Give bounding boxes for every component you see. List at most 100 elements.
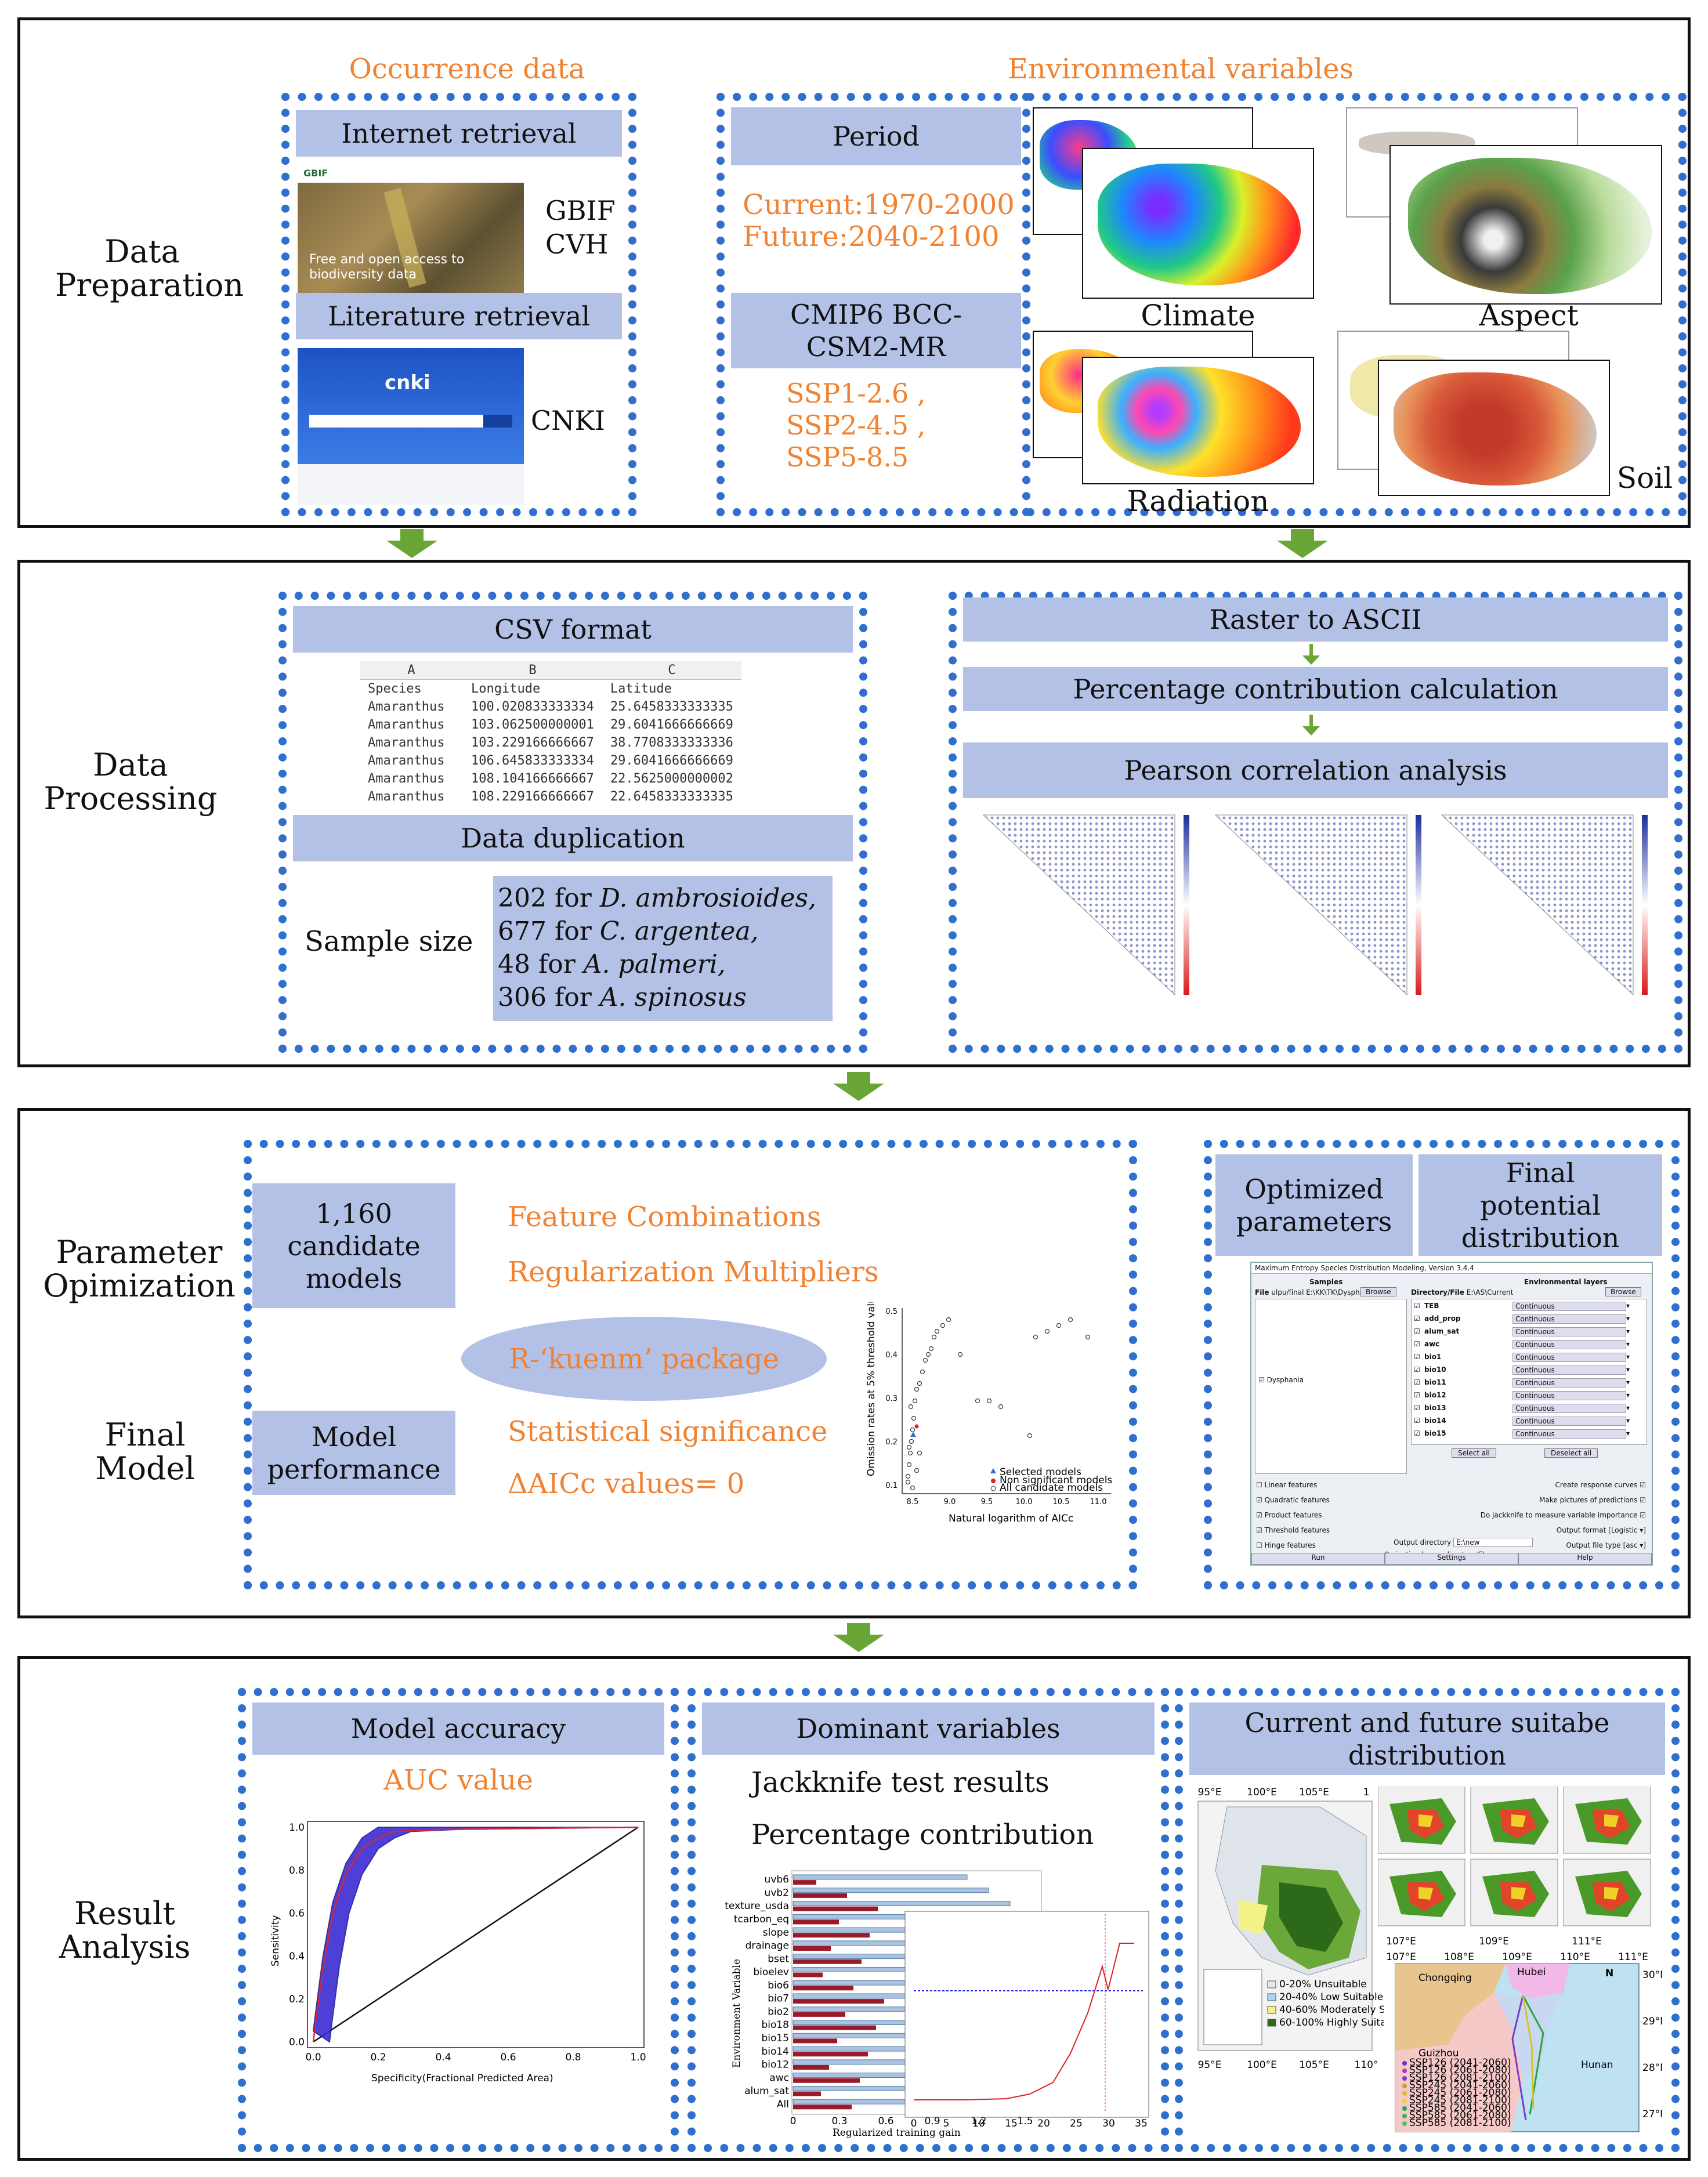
maxent-feature-checkbox[interactable]: ☐ Hinge features [1256,1541,1316,1549]
jk-var-label: bio6 [768,1980,789,1991]
maxent-options-list: Create response curves ☑ Make pictures of… [1481,1477,1646,1553]
map3-legend-marker [1402,2091,1407,2096]
csv-col-b: B [529,663,537,678]
map3-region-label: Hubei [1517,1966,1546,1978]
inset-tick: 15 [1005,2118,1018,2129]
kuenm-point [907,1450,913,1456]
kuenm-selected-point [910,1432,916,1437]
maxent-feature-checkbox[interactable]: ☑ Quadratic features [1256,1496,1330,1504]
maxent-option[interactable]: Make pictures of predictions ☑ [1539,1496,1646,1504]
current-period: Current:1970-2000 [743,189,1015,221]
maxent-feature-checkbox[interactable]: ☑ Product features [1256,1511,1322,1519]
roc-ytick: 0.8 [289,1865,305,1877]
future-map-core [1604,1887,1619,1900]
kuenm-point [1027,1433,1033,1439]
map3-legend-marker [1402,2084,1407,2088]
map3-lat-tick: 27°N [1642,2109,1662,2120]
roc-ytick: 0.6 [289,1908,305,1919]
kuenm-point [946,1317,951,1323]
map3-legend-marker [1402,2076,1407,2081]
cvh-label: CVH [545,229,609,260]
maxent-species-item[interactable]: ☑ Dysphania [1258,1376,1304,1384]
jk-var-label: bioelev [753,1966,789,1978]
maxent-help-button[interactable]: Help [1518,1553,1652,1564]
kuenm-point [905,1479,911,1485]
north-arrow: N [1605,1968,1613,1979]
jk-bar-only [793,1880,816,1885]
kuenm-xtick: 8.5 [907,1498,919,1506]
roc-xtick: 0.0 [305,2052,321,2063]
roc-xtick: 1.0 [630,2052,646,2063]
kuenm-xtick: 9.0 [944,1498,956,1506]
maxent-settings-button[interactable]: Settings [1385,1553,1518,1564]
map3-top-tick: 110°E [1560,1952,1590,1963]
cmip6-band: CMIP6 BCC-CSM2-MR [731,293,1021,368]
future-map-core [1418,1887,1433,1900]
kuenm-legend-all: All candidate models [1000,1482,1103,1494]
feature-combinations: Feature Combinations [508,1201,822,1233]
environment-box [717,93,1687,516]
grid-tick: 109°E [1479,1936,1509,1947]
jk-var-label: texture_usda [725,1900,789,1912]
maxent-title: Maximum Entropy Species Distribution Mod… [1251,1263,1652,1274]
maxent-option[interactable]: Output file type [asc ▾] [1566,1541,1646,1549]
section-title-final-model: Final Model [95,1417,195,1487]
maxent-feature-checkbox[interactable]: ☐ Linear features [1256,1481,1318,1489]
maxent-browse-samples[interactable]: Browse [1360,1287,1396,1296]
final-distribution-band: Final potential distribution [1418,1154,1662,1256]
maxent-select-all[interactable]: Select all [1452,1448,1496,1458]
aspect-label: Aspect [1479,299,1579,332]
internet-retrieval-band: Internet retrieval [296,110,622,157]
maxent-browse-env[interactable]: Browse [1605,1287,1641,1296]
kuenm-xtick: 11.0 [1090,1498,1107,1506]
maxent-option[interactable]: Do jackknife to measure variable importa… [1480,1511,1646,1519]
maxent-feature-checkbox[interactable]: ☑ Threshold features [1256,1526,1330,1534]
future-map-core [1511,1887,1526,1900]
inset-tick: 20 [1037,2118,1050,2129]
kuenm-point [922,1357,928,1363]
maxent-outdir: Output directory E:\new [1394,1538,1533,1547]
maxent-run-button[interactable]: Run [1251,1553,1385,1564]
jk-var-label: uvb2 [765,1887,789,1899]
sample-apalmeri: 48 for A. palmeri, [498,950,726,979]
section-title-data-preparation: Data Preparation [55,233,244,303]
jk-tick: 0.9 [924,2116,940,2127]
kuenm-ytick: 0.1 [885,1481,898,1490]
map3-legend-marker [1402,2099,1407,2103]
maxent-option[interactable]: Create response curves ☑ [1555,1481,1646,1489]
kuenm-xlabel: Natural logarithm of AICc [949,1513,1073,1524]
jk-xlabel: Regularized training gain [833,2127,961,2139]
jk-bar-only [793,1933,870,1938]
kuenm-ytick: 0.4 [885,1351,898,1360]
future-period: Future:2040-2100 [743,220,1000,253]
map3-top-tick: 109°E [1502,1952,1532,1963]
jk-bar-only [793,2065,829,2070]
maxent-deselect-all[interactable]: Deselect all [1544,1448,1598,1458]
regularization-multipliers: Regularization Multipliers [508,1256,879,1288]
ssp5: SSP5-8.5 [786,441,909,473]
inset-tick: 30 [1102,2118,1115,2129]
model-performance-band: Model performance [252,1411,455,1495]
maxent-option[interactable]: Output format [Logistic ▾] [1556,1526,1646,1534]
map1-legend-item: 0-20% Unsuitable [1279,1979,1367,1990]
jk-bar-only [793,1919,839,1925]
jackknife-chart: uvb6uvb2texture_usdatcarbon_eqslopedrain… [725,1870,1149,2139]
map3-legend-item: SSP126 (2081-2100) [1409,2072,1511,2084]
jk-bar-only [793,1972,823,1977]
map1-bottom-tick: 100°E [1247,2059,1277,2071]
kuenm-package-label: R-‘kuenm’ package [508,1342,780,1375]
